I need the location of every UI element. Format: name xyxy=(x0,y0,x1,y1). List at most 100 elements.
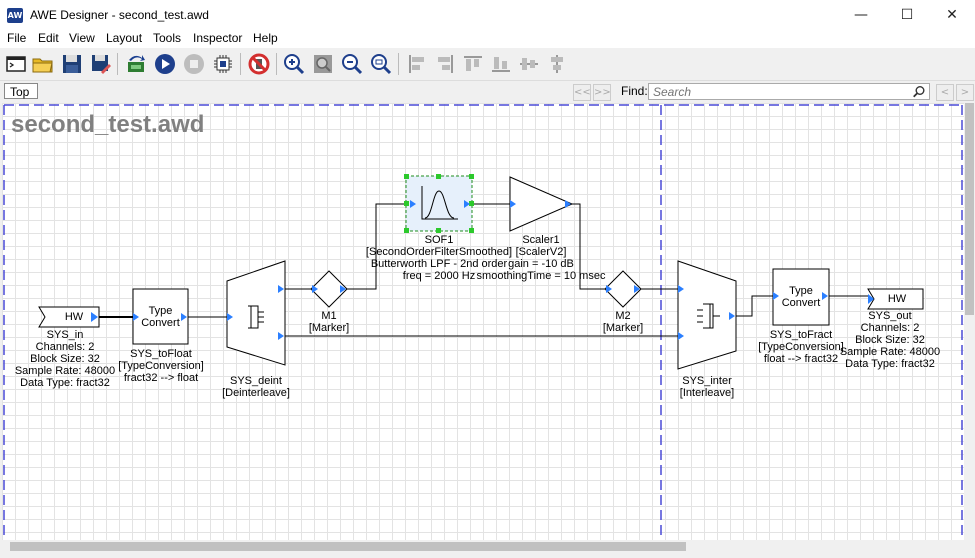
vertical-scrollbar[interactable] xyxy=(964,103,975,540)
sys-tofract-caption: SYS_toFract [TypeConversion] float --> f… xyxy=(746,329,856,365)
back-button[interactable]: << xyxy=(573,84,591,101)
vertical-scroll-thumb[interactable] xyxy=(965,103,974,315)
stop-icon[interactable] xyxy=(182,52,206,76)
play-icon[interactable] xyxy=(153,52,177,76)
close-button[interactable]: ✕ xyxy=(946,7,958,23)
status-strip xyxy=(0,553,975,558)
caption-line: float --> fract32 xyxy=(763,353,839,365)
align-middle-icon[interactable] xyxy=(517,52,541,76)
sys-tofloat-block[interactable] xyxy=(132,288,189,345)
search-box xyxy=(648,83,930,100)
toolbar-separator xyxy=(240,53,241,75)
zoom-out-icon[interactable] xyxy=(340,52,364,76)
find-previous-button[interactable]: < xyxy=(936,84,954,101)
caption-line: SOF1 xyxy=(424,234,454,246)
toolbar-separator xyxy=(276,53,277,75)
horizontal-scroll-thumb[interactable] xyxy=(10,542,686,551)
caption-line: Channels: 2 xyxy=(35,341,95,353)
sys-deint-block[interactable] xyxy=(226,260,286,366)
caption-line: fract32 --> float xyxy=(123,372,199,384)
window-icon[interactable] xyxy=(4,52,28,76)
menu-edit[interactable]: Edit xyxy=(38,31,59,45)
caption-line: smoothingTime = 10 msec xyxy=(476,270,606,282)
floppy-icon[interactable] xyxy=(60,52,84,76)
menu-tools[interactable]: Tools xyxy=(153,31,182,45)
sys-tofract-block[interactable] xyxy=(772,268,830,326)
caption-line: [Marker] xyxy=(308,322,350,334)
m2-caption: M2 [Marker] xyxy=(593,310,653,334)
menu-layout[interactable]: Layout xyxy=(106,31,143,45)
zoom-in-icon[interactable] xyxy=(282,52,306,76)
tab-top[interactable]: Top xyxy=(4,83,38,99)
sys-out-port[interactable] xyxy=(867,288,924,310)
search-input[interactable] xyxy=(653,85,903,99)
sys-inter-block[interactable] xyxy=(677,260,737,370)
caption-line: SYS_in xyxy=(46,329,84,341)
menu-inspector[interactable]: Inspector xyxy=(193,31,243,45)
caption-line: [ScalerV2] xyxy=(515,246,567,258)
align-bottom-icon[interactable] xyxy=(489,52,513,76)
menu-file[interactable]: File xyxy=(7,31,27,45)
no-entry-icon[interactable] xyxy=(247,52,271,76)
maximize-button[interactable]: ☐ xyxy=(900,7,914,23)
navigation-bar: Top << >> Find: < > xyxy=(0,81,975,103)
align-top-icon[interactable] xyxy=(461,52,485,76)
tofloat-text-line: Convert xyxy=(141,317,180,329)
sof1-filter-block[interactable] xyxy=(404,174,474,233)
align-center-icon[interactable] xyxy=(545,52,569,76)
zoom-fit-icon[interactable] xyxy=(311,52,335,76)
menu-view[interactable]: View xyxy=(69,31,95,45)
minimize-button[interactable]: — xyxy=(854,7,868,23)
zoom-normal-icon[interactable] xyxy=(369,52,393,76)
boundary-lines xyxy=(3,104,963,540)
scaler1-block[interactable] xyxy=(509,176,574,232)
m1-marker[interactable] xyxy=(310,270,348,308)
folder-icon[interactable] xyxy=(31,52,55,76)
sys-out-caption: SYS_out Channels: 2 Block Size: 32 Sampl… xyxy=(838,310,942,370)
menu-help[interactable]: Help xyxy=(253,31,278,45)
caption-line: gain = -10 dB xyxy=(508,258,574,270)
caption-line: freq = 2000 Hz xyxy=(402,270,476,282)
caption-line: [TypeConversion] xyxy=(758,341,844,353)
grid-chip-icon[interactable] xyxy=(211,52,235,76)
menu-bar: File Edit View Layout Tools Inspector He… xyxy=(0,30,975,48)
scaler1-caption: Scaler1 [ScalerV2] gain = -10 dB smoothi… xyxy=(476,234,606,282)
find-next-button[interactable]: > xyxy=(956,84,974,101)
caption-line: [Marker] xyxy=(602,322,644,334)
sys-in-port[interactable] xyxy=(38,306,100,328)
search-icon[interactable] xyxy=(912,85,926,99)
caption-line: Block Size: 32 xyxy=(855,334,925,346)
caption-line: [TypeConversion] xyxy=(118,360,204,372)
caption-line: Channels: 2 xyxy=(860,322,920,334)
tofloat-text-line: Type xyxy=(148,305,173,317)
diagram-canvas[interactable]: second_test.awd HW Type Convert Type Con… xyxy=(2,103,964,540)
floppy-pencil-icon[interactable] xyxy=(89,52,113,76)
caption-line: [Deinterleave] xyxy=(222,387,290,399)
caption-line: [SecondOrderFilterSmoothed] xyxy=(365,246,513,258)
caption-line: Butterworth LPF - 2nd order xyxy=(370,258,508,270)
build-arrow-icon[interactable] xyxy=(124,52,148,76)
caption-line: SYS_out xyxy=(868,310,912,322)
toolbar xyxy=(0,48,975,81)
m2-marker[interactable] xyxy=(604,270,642,308)
caption-line: Sample Rate: 48000 xyxy=(839,346,941,358)
caption-line: SYS_toFloat xyxy=(130,348,192,360)
caption-line: Data Type: fract32 xyxy=(845,358,935,370)
align-right-icon[interactable] xyxy=(433,52,457,76)
forward-button[interactable]: >> xyxy=(593,84,611,101)
toolbar-separator xyxy=(398,53,399,75)
caption-line: Block Size: 32 xyxy=(30,353,100,365)
align-left-icon[interactable] xyxy=(405,52,429,76)
sys-in-port-text: HW xyxy=(64,311,84,323)
caption-line: M2 xyxy=(615,310,631,322)
sys-out-port-text: HW xyxy=(887,293,907,305)
wires xyxy=(99,203,868,337)
caption-line: [Interleave] xyxy=(679,387,735,399)
tofract-inner-text: Type Convert xyxy=(773,285,829,309)
find-label: Find: xyxy=(621,84,648,98)
title-bar: AW AWE Designer - second_test.awd — ☐ ✕ xyxy=(0,0,975,30)
caption-line: M1 xyxy=(321,310,337,322)
caption-line: SYS_deint xyxy=(230,375,282,387)
horizontal-scrollbar[interactable] xyxy=(2,540,964,553)
caption-line: SYS_toFract xyxy=(769,329,833,341)
